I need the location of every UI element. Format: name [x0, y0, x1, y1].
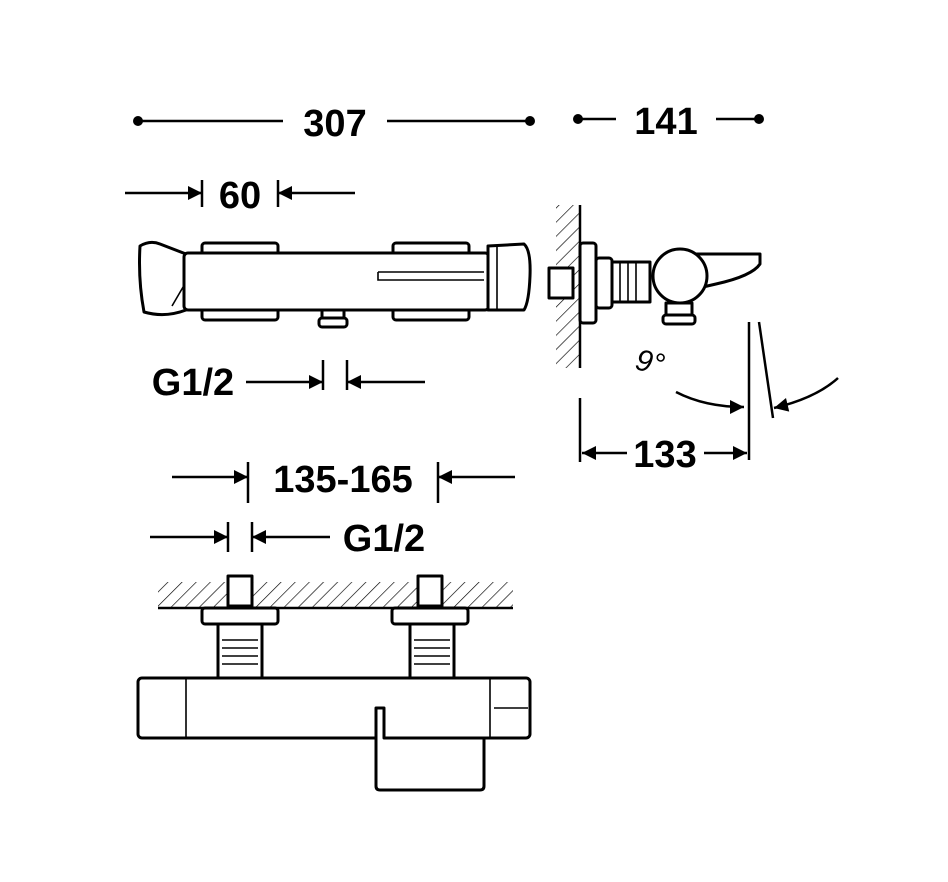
dimension-135-165: 135-165 [172, 459, 515, 503]
dim-label-60: 60 [219, 175, 261, 217]
dimension-g12-top: G1/2 [152, 360, 425, 404]
dimension-60: 60 [125, 175, 355, 217]
mixer-side-view [547, 205, 762, 368]
mixer-front-view [136, 574, 532, 792]
dimension-141: 141 [573, 101, 764, 143]
dimension-133: 133 [578, 398, 747, 476]
dimension-307: 307 [133, 103, 535, 145]
dim-label-133: 133 [633, 434, 696, 476]
dim-label-307: 307 [303, 103, 366, 145]
angle-label: 9° [633, 344, 668, 382]
dim-label-g12-front: G1/2 [343, 518, 425, 560]
angle-9: 9° [633, 321, 839, 460]
dim-label-135-165: 135-165 [273, 459, 412, 501]
mixer-top-view [138, 240, 532, 329]
dim-label-141: 141 [634, 101, 697, 143]
dim-label-g12-top: G1/2 [152, 362, 234, 404]
dimension-g12-front: G1/2 [150, 518, 425, 560]
